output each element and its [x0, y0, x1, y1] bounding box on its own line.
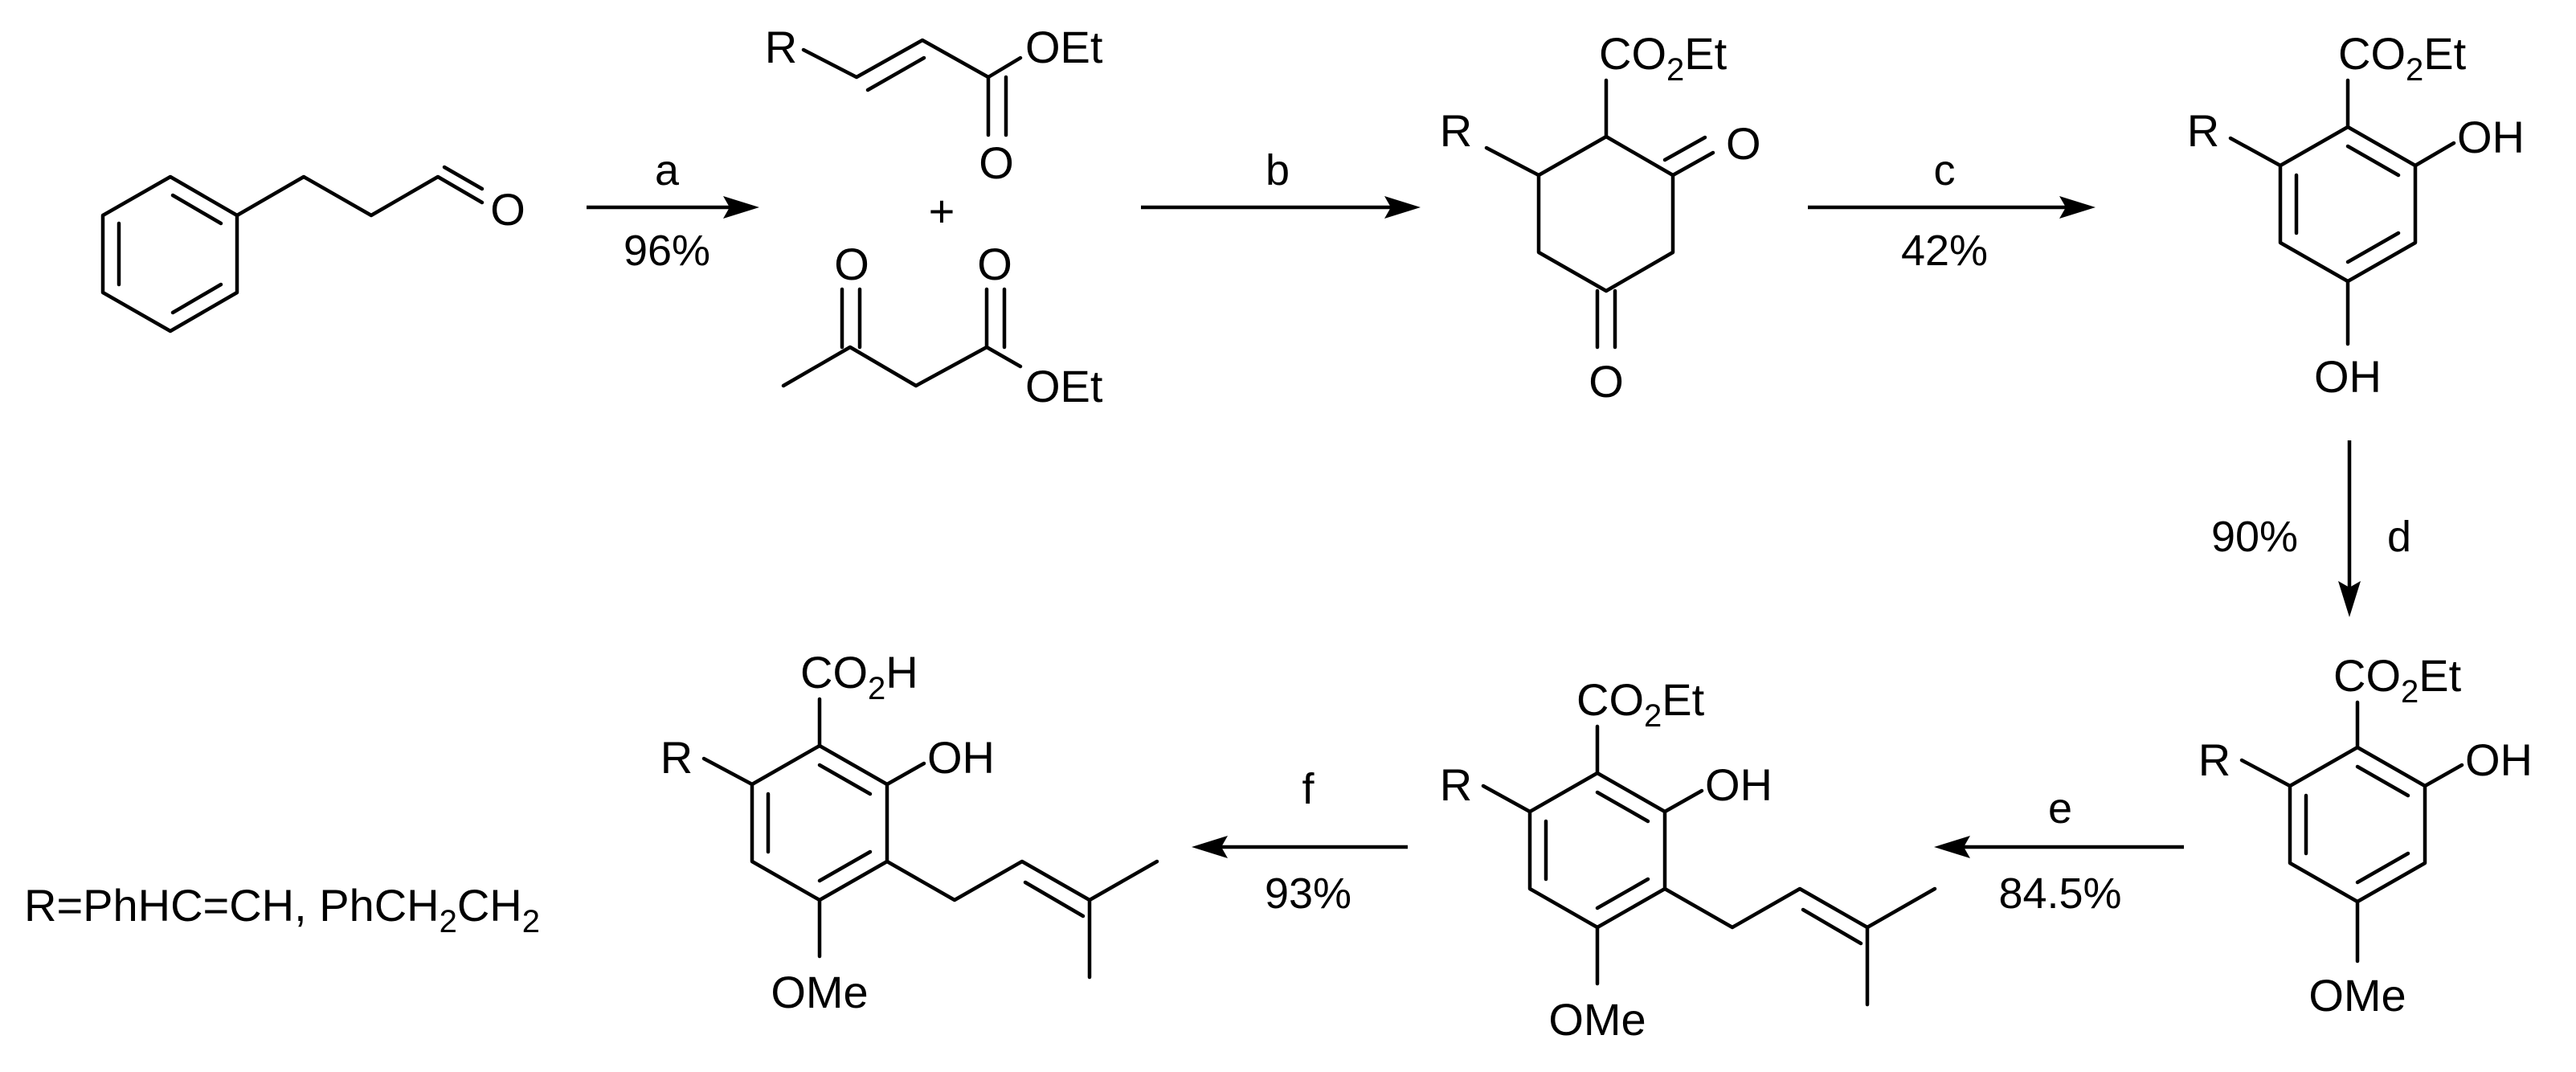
- step-e-label: e: [2048, 784, 2072, 833]
- atom-co: CO2H: [800, 647, 918, 706]
- atom-r: R: [1440, 759, 1472, 810]
- atom-o: O: [490, 184, 525, 235]
- atom-r: R: [2187, 105, 2219, 156]
- atom-r: R: [1440, 105, 1472, 156]
- compound-cyclohexanedione: CO2Et R O O: [1440, 28, 1761, 407]
- atom-oh: OH: [2457, 112, 2525, 162]
- compound-acrylate: R OEt O: [765, 22, 1103, 188]
- step-a-yield: 96%: [624, 227, 710, 275]
- atom-co: CO2Et: [2338, 28, 2467, 88]
- compound-methoxy-ester: CO2Et R OH OMe: [2198, 650, 2533, 1021]
- atom-co: CO2Et: [1599, 28, 1728, 88]
- atom-r: R: [660, 732, 693, 783]
- atom-co: CO2Et: [2333, 650, 2462, 710]
- atom-o: O: [977, 239, 1012, 289]
- compound-prenylated-acid: CO2H R OH OMe: [660, 647, 1159, 1017]
- step-e-yield: 84.5%: [1998, 869, 2121, 918]
- atom-o: O: [979, 137, 1014, 188]
- atom-co: CO2Et: [1576, 674, 1705, 734]
- step-a-label: a: [655, 146, 680, 194]
- arrow-step-b: [1141, 196, 1421, 219]
- atom-o: O: [1726, 118, 1761, 169]
- atom-oh: OH: [2314, 351, 2382, 402]
- compound-resorcylate: CO2Et R OH OH: [2187, 28, 2525, 402]
- compound-prenylated-ester: CO2Et R OH OMe: [1440, 674, 1937, 1045]
- atom-r: R: [765, 22, 797, 72]
- arrow-step-a: [587, 196, 759, 219]
- step-f-yield: 93%: [1265, 869, 1351, 918]
- step-d-label: d: [2387, 513, 2411, 561]
- atom-ome: OMe: [771, 967, 868, 1017]
- step-c-label: c: [1934, 146, 1956, 194]
- atom-oh: OH: [927, 732, 995, 783]
- arrow-step-c: [1808, 196, 2096, 219]
- step-d-yield: 90%: [2211, 513, 2298, 561]
- atom-o: O: [1589, 356, 1624, 407]
- atom-oh: OH: [2465, 734, 2533, 785]
- compound-ethyl-acetoacetate: O O OEt: [781, 239, 1103, 411]
- arrow-step-f: [1192, 836, 1408, 858]
- arrow-step-e: [1934, 836, 2184, 858]
- atom-o: O: [834, 239, 869, 289]
- arrow-step-d: [2338, 440, 2361, 617]
- atom-oh: OH: [1705, 759, 1773, 810]
- atom-r: R: [2198, 734, 2230, 785]
- step-c-yield: 42%: [1901, 227, 1988, 275]
- plus-sign: +: [929, 186, 955, 236]
- atom-ome: OMe: [2308, 970, 2406, 1021]
- step-f-label: f: [1302, 765, 1315, 813]
- atom-oet: OEt: [1025, 361, 1103, 411]
- r-group-definition: R=PhHC=CH, PhCH2CH2: [24, 880, 540, 939]
- compound-phenylpropanal: O: [100, 165, 525, 333]
- atom-oet: OEt: [1025, 22, 1103, 72]
- step-b-label: b: [1266, 146, 1290, 194]
- atom-ome: OMe: [1548, 994, 1646, 1045]
